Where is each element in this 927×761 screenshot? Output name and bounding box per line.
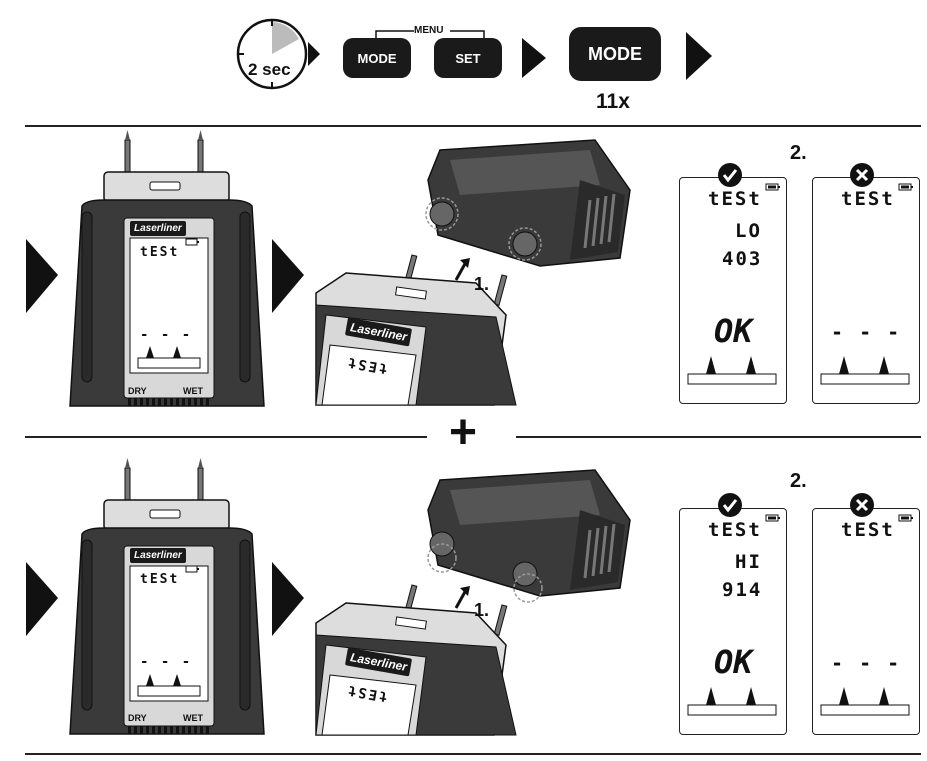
triangle-arrow-icon	[272, 239, 304, 313]
step-1-label: 1.	[474, 600, 490, 620]
meter-body	[69, 458, 265, 735]
triangle-arrow-icon	[686, 32, 712, 80]
triangle-arrow-icon	[522, 38, 546, 78]
step-2-label: 2.	[790, 142, 807, 164]
menu-bracket	[375, 30, 485, 41]
lcd-text: tESt	[140, 245, 180, 260]
mode-button-large[interactable]: MODE	[569, 27, 661, 81]
meter-body	[69, 130, 265, 407]
probe-bar	[820, 687, 910, 716]
check-circle-icon	[718, 163, 742, 187]
lcd-result: OK	[714, 312, 753, 350]
probe-bar	[687, 687, 777, 716]
triangle-arrow-icon	[26, 562, 58, 636]
arrow-up-icon	[454, 586, 470, 609]
lcd-dashes: - - -	[831, 651, 902, 675]
divider-top	[25, 125, 921, 127]
battery-icon	[185, 565, 199, 573]
brand-label: Laserliner	[130, 221, 186, 236]
set-button[interactable]: SET	[434, 38, 502, 78]
probe-bar	[820, 356, 910, 385]
lcd-result: OK	[714, 643, 753, 681]
triangle-arrow-icon	[26, 239, 58, 313]
lcd-line-3: 914	[722, 579, 763, 601]
mode-button[interactable]: MODE	[343, 38, 411, 78]
lcd-panel-fail: tESt - - -	[812, 508, 920, 735]
lcd-panel-ok: tESt LO 403 OK	[679, 177, 787, 404]
arrow-up-icon	[454, 258, 470, 281]
lcd-text: tESt	[140, 572, 180, 587]
battery-icon	[898, 514, 913, 522]
wet-label: WET	[183, 713, 203, 723]
cross-circle-icon	[850, 163, 874, 187]
repeat-count: 11x	[596, 90, 630, 113]
menu-label: MENU	[414, 25, 444, 36]
brand-label: Laserliner	[130, 548, 186, 563]
lcd-panel-fail: tESt - - -	[812, 177, 920, 404]
divider-right	[516, 436, 921, 438]
battery-icon	[765, 183, 780, 191]
lcd-dashes: - - -	[831, 320, 902, 344]
battery-icon	[765, 514, 780, 522]
cross-circle-icon	[850, 493, 874, 517]
lcd-line-3: 403	[722, 248, 763, 270]
triangle-arrow-icon	[272, 562, 304, 636]
lcd-line-1: tESt	[708, 519, 762, 541]
step-1-label: 1.	[474, 274, 490, 294]
lcd-dashes: - - -	[140, 654, 193, 670]
battery-icon	[898, 183, 913, 191]
divider-bottom	[25, 753, 921, 755]
dry-label: DRY	[128, 386, 147, 396]
lcd-dashes: - - -	[140, 327, 193, 343]
calibration-cap	[427, 469, 631, 603]
timer-icon	[236, 18, 320, 90]
lcd-line-1: tESt	[841, 188, 895, 210]
plus-sign: +	[449, 406, 478, 459]
lcd-line-1: tESt	[841, 519, 895, 541]
calibration-cap	[425, 139, 631, 267]
step-2-label: 2.	[790, 470, 807, 492]
battery-icon	[185, 238, 199, 246]
wet-label: WET	[183, 386, 203, 396]
lcd-line-2: LO	[735, 220, 762, 242]
dry-label: DRY	[128, 713, 147, 723]
lcd-line-2: HI	[735, 551, 762, 573]
timer-label: 2 sec	[248, 60, 291, 79]
divider-left	[25, 436, 427, 438]
lcd-panel-ok: tESt HI 914 OK	[679, 508, 787, 735]
probe-bar	[687, 356, 777, 385]
check-circle-icon	[718, 493, 742, 517]
lcd-line-1: tESt	[708, 188, 762, 210]
